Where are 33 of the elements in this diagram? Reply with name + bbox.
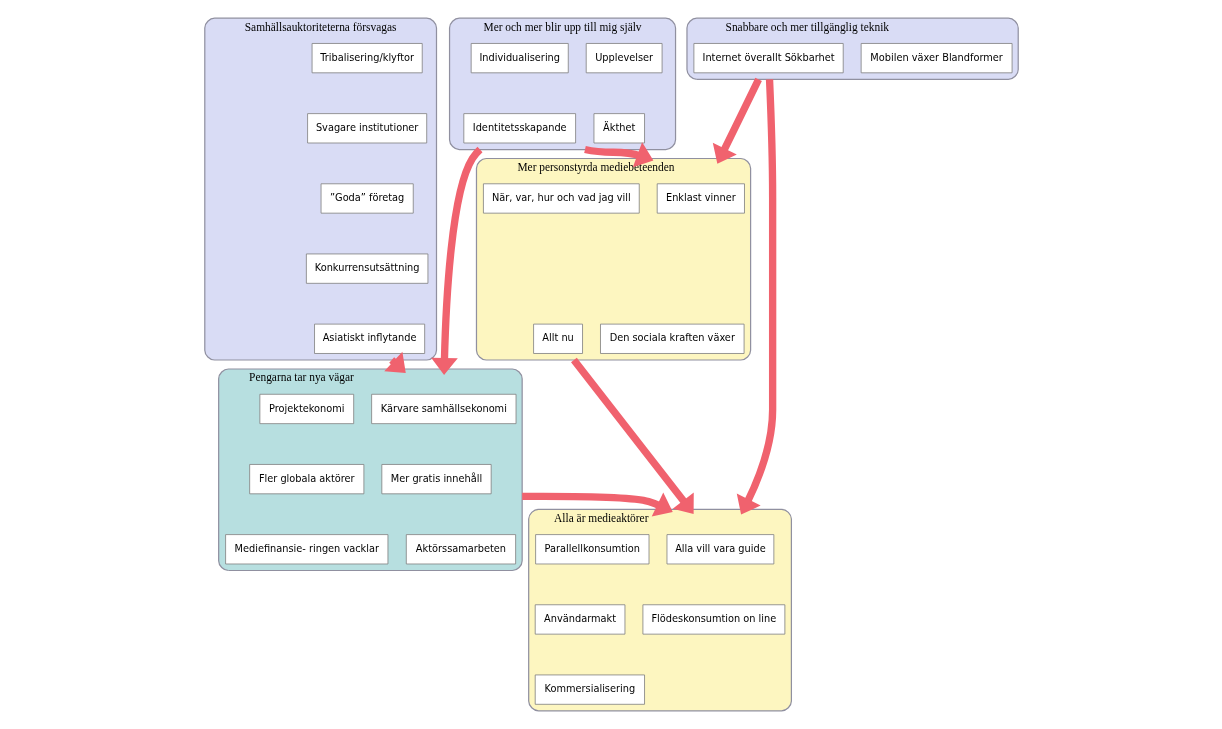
- node-box: Enklast vinner: [656, 183, 745, 214]
- arrow: [430, 146, 483, 375]
- node-box: När, var, hur och vad jag vill: [482, 183, 640, 214]
- arrow: [521, 492, 673, 517]
- node-box: Mediefinansie- ringen vacklar: [224, 534, 388, 565]
- node-box: Användarmakt: [534, 604, 625, 635]
- node-box: Tribalisering/klyftor: [311, 43, 423, 74]
- arrow: [712, 77, 762, 164]
- arrow: [583, 142, 653, 168]
- arrow: [570, 357, 694, 514]
- node-box: Projektekonomi: [258, 393, 354, 425]
- node-box: Upplevelser: [585, 43, 662, 74]
- node-box: Äkthet: [593, 113, 645, 144]
- node-box: Alla vill vara guide: [666, 534, 774, 565]
- node-box: Asiatiskt inflytande: [313, 323, 425, 354]
- node-box: Allt nu: [532, 323, 583, 354]
- node-box: Flödeskonsumtion on line: [642, 604, 785, 635]
- arrow: [383, 351, 406, 373]
- node-box: Konkurrensutsättning: [305, 253, 428, 284]
- node-box: ”Goda” företag: [320, 183, 414, 214]
- node-box: Fler globala aktörer: [248, 464, 364, 495]
- node-box: Internet överallt Sökbarhet: [693, 43, 844, 74]
- node-box: Individualisering: [470, 43, 569, 74]
- node-box: Mer gratis innehåll: [380, 464, 492, 495]
- arrow: [736, 79, 776, 515]
- node-box: Mobilen växer Blandformer: [860, 43, 1012, 74]
- node-box: Parallellkonsumtion: [534, 534, 649, 565]
- node-box: Svagare institutioner: [306, 113, 427, 144]
- node-box: Den sociala kraften växer: [599, 323, 744, 354]
- node-box: Aktörssamarbeten: [405, 534, 516, 565]
- node-box: Identitetsskapande: [462, 113, 576, 144]
- node-box: Kommersialisering: [534, 674, 645, 705]
- node-box: Kärvare samhällsekonomi: [370, 393, 516, 425]
